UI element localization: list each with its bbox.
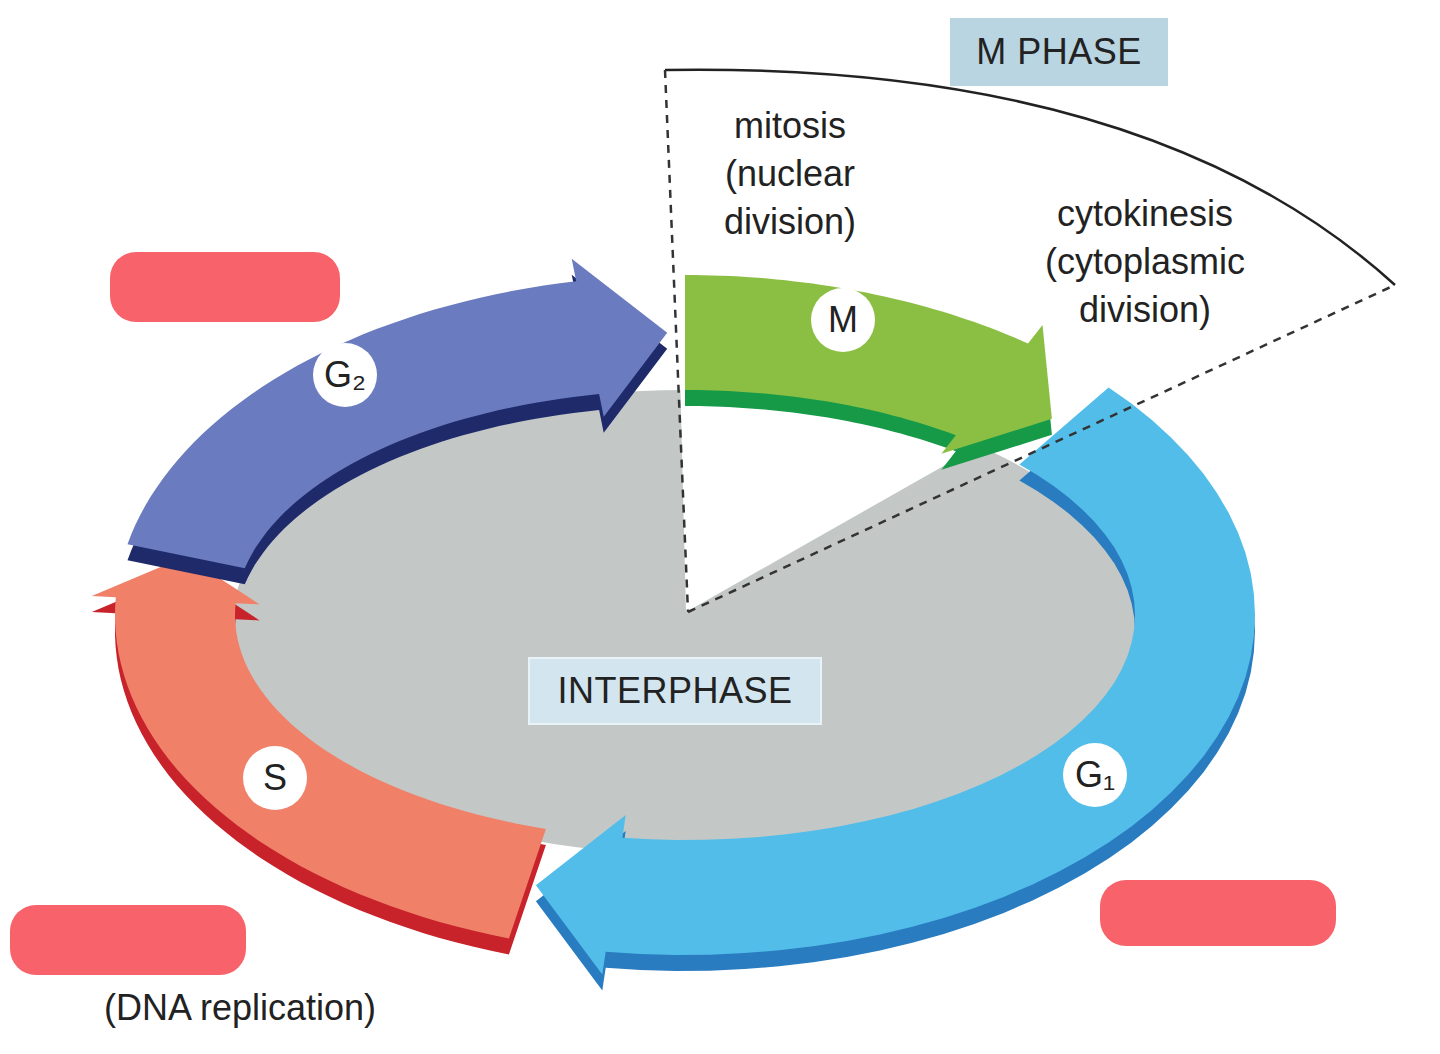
phase-letter: G₁ [1075, 754, 1115, 796]
phase-letter: M [828, 299, 858, 341]
phase-letter: S [263, 757, 287, 799]
phase-circle: G₂ [313, 343, 377, 407]
phase-circle: G₁ [1063, 743, 1127, 807]
m-phase-bracket [665, 70, 1395, 285]
phase-title: M PHASE [976, 31, 1142, 73]
s-phase-note: (DNA replication) [40, 984, 440, 1032]
cytokinesis-label: cytokinesis (cytoplasmic division) [1000, 190, 1290, 334]
arrow-band [92, 556, 546, 938]
phase-title: INTERPHASE [557, 670, 792, 712]
phase-circle: S [243, 746, 307, 810]
phase-arrows [92, 259, 1255, 991]
arrow-band [685, 275, 1052, 454]
phase-letter: G₂ [324, 354, 366, 396]
wedge-dashed-line [688, 285, 1395, 612]
phase-circle: M [811, 288, 875, 352]
phase-title-box: INTERPHASE [528, 657, 822, 725]
wedge-dashed-line [665, 70, 688, 612]
redaction-blob [10, 905, 246, 975]
mitosis-label: mitosis (nuclear division) [680, 102, 900, 246]
redaction-blob [110, 252, 340, 322]
phase-title-box: M PHASE [950, 18, 1168, 86]
redaction-blob [1100, 880, 1336, 946]
